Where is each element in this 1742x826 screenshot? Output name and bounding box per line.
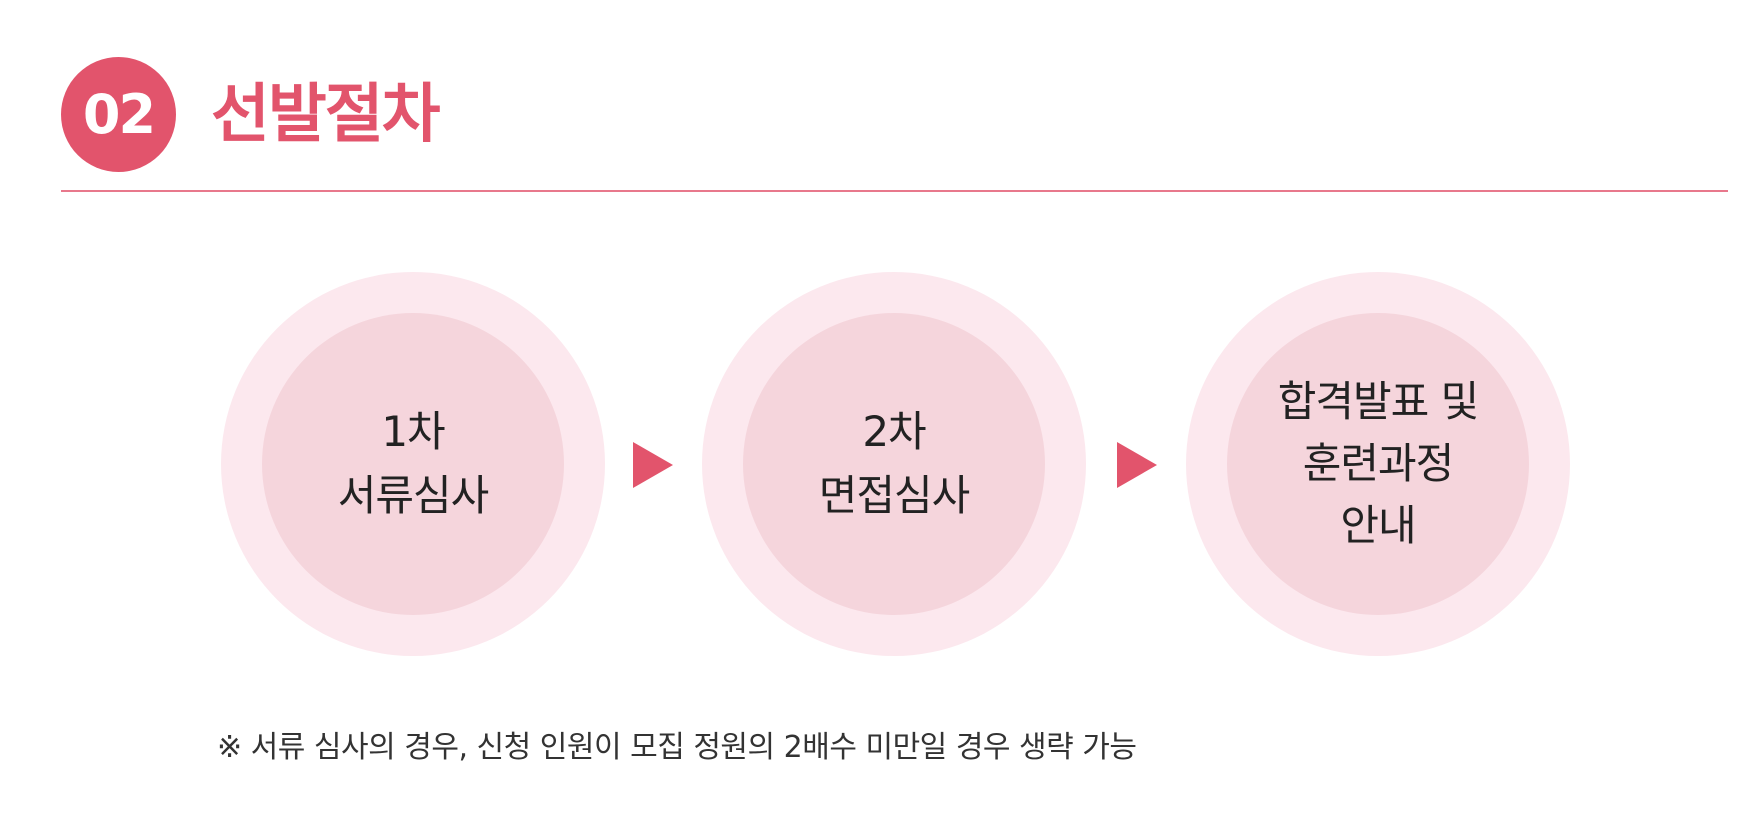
step-label: 합격발표 및: [1277, 377, 1480, 426]
arrow-right-icon: [633, 442, 673, 488]
step-label: 훈련과정: [1302, 439, 1455, 488]
step-label: 서류심사: [337, 471, 490, 520]
step-label: 안내: [1340, 501, 1416, 550]
section-title: 선발절차: [211, 78, 441, 152]
step-label: 1차: [381, 407, 445, 456]
footnote: ※ 서류 심사의 경우, 신청 인원이 모집 정원의 2배수 미만일 경우 생략…: [217, 730, 1137, 765]
step-label: 2차: [862, 407, 926, 456]
section-number: 02: [82, 83, 156, 146]
step-3-announcement: 합격발표 및 훈련과정 안내: [1186, 272, 1570, 656]
step-2-interview: 2차 면접심사: [702, 272, 1086, 656]
step-inner-circle: 1차 서류심사: [262, 313, 564, 615]
divider: [61, 190, 1728, 192]
section-number-badge: 02: [61, 57, 176, 172]
step-inner-circle: 2차 면접심사: [743, 313, 1045, 615]
arrow-right-icon: [1117, 442, 1157, 488]
step-1-document-review: 1차 서류심사: [221, 272, 605, 656]
step-inner-circle: 합격발표 및 훈련과정 안내: [1227, 313, 1529, 615]
step-label: 면접심사: [818, 471, 971, 520]
